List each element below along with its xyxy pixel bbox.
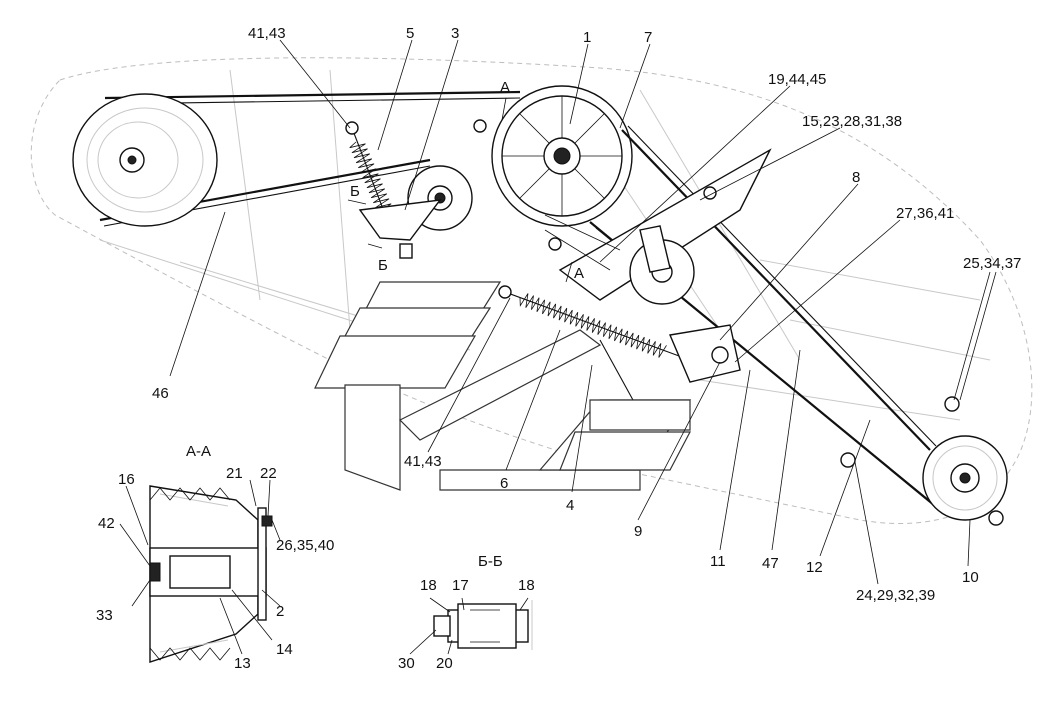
- callout-25-34-37: 25,34,37: [963, 255, 1021, 272]
- callout-24-29: 24,29,32,39: [856, 587, 935, 604]
- aa-label-2: 2: [276, 603, 284, 620]
- callout-10: 10: [962, 569, 979, 586]
- section-aa-labels: А-А 16 21 22 42 26,35,40 33 2 14 13: [96, 443, 334, 672]
- bb-label-20: 20: [436, 655, 453, 672]
- aa-label-22: 22: [260, 465, 277, 482]
- callout-12: 12: [806, 559, 823, 576]
- left-pulley: [72, 93, 218, 227]
- section-bb-title: Б-Б: [478, 553, 503, 570]
- callout-47: 47: [762, 555, 779, 572]
- aa-label-13: 13: [234, 655, 251, 672]
- bb-label-18-right: 18: [518, 577, 535, 594]
- bb-label-17: 17: [452, 577, 469, 594]
- section-mark-b-top: Б: [350, 183, 360, 200]
- callout-7: 7: [644, 29, 652, 46]
- callout-6: 6: [500, 475, 508, 492]
- leader-lines: [169, 39, 997, 585]
- callout-3: 3: [451, 25, 459, 42]
- callout-4: 4: [566, 497, 574, 514]
- small-brackets: [473, 119, 1004, 526]
- section-bb-drawing: [409, 597, 533, 655]
- section-markers: [347, 97, 573, 283]
- callout-8: 8: [852, 169, 860, 186]
- callout-41-43-top: 41,43: [248, 25, 286, 42]
- aa-label-16: 16: [118, 471, 135, 488]
- callout-5: 5: [406, 25, 414, 42]
- bb-label-30: 30: [398, 655, 415, 672]
- bb-label-18-left: 18: [420, 577, 437, 594]
- pulley-10: [922, 435, 1008, 521]
- section-mark-a-lower: А: [574, 265, 584, 282]
- aa-label-14: 14: [276, 641, 293, 658]
- section-bb-labels: Б-Б 18 17 18 30 20: [398, 553, 535, 672]
- pulley-1: [491, 85, 633, 227]
- section-mark-a-top: А: [500, 79, 510, 96]
- aa-label-21: 21: [226, 465, 243, 482]
- section-mark-b-lower: Б: [378, 257, 388, 274]
- shield-plates: [314, 281, 692, 491]
- aa-label-42: 42: [98, 515, 115, 532]
- section-aa-drawing: [119, 479, 281, 663]
- callout-46: 46: [152, 385, 169, 402]
- spring-5: [345, 121, 442, 259]
- aa-label-26: 26,35,40: [276, 537, 334, 554]
- callout-15-23: 15,23,28,31,38: [802, 113, 902, 130]
- callout-1: 1: [583, 29, 591, 46]
- callout-19-44-45: 19,44,45: [768, 71, 826, 88]
- callout-41-43-bottom: 41,43: [404, 453, 442, 470]
- callout-27-36-41: 27,36,41: [896, 205, 954, 222]
- callout-9: 9: [634, 523, 642, 540]
- section-aa-title: А-А: [186, 443, 211, 460]
- callout-labels: 41,43 5 3 1 7 19,44,45 15,23,28,31,38 8 …: [152, 25, 1021, 604]
- aa-label-33: 33: [96, 607, 113, 624]
- tensioner-arm-7: [558, 148, 772, 305]
- callout-11: 11: [710, 553, 726, 570]
